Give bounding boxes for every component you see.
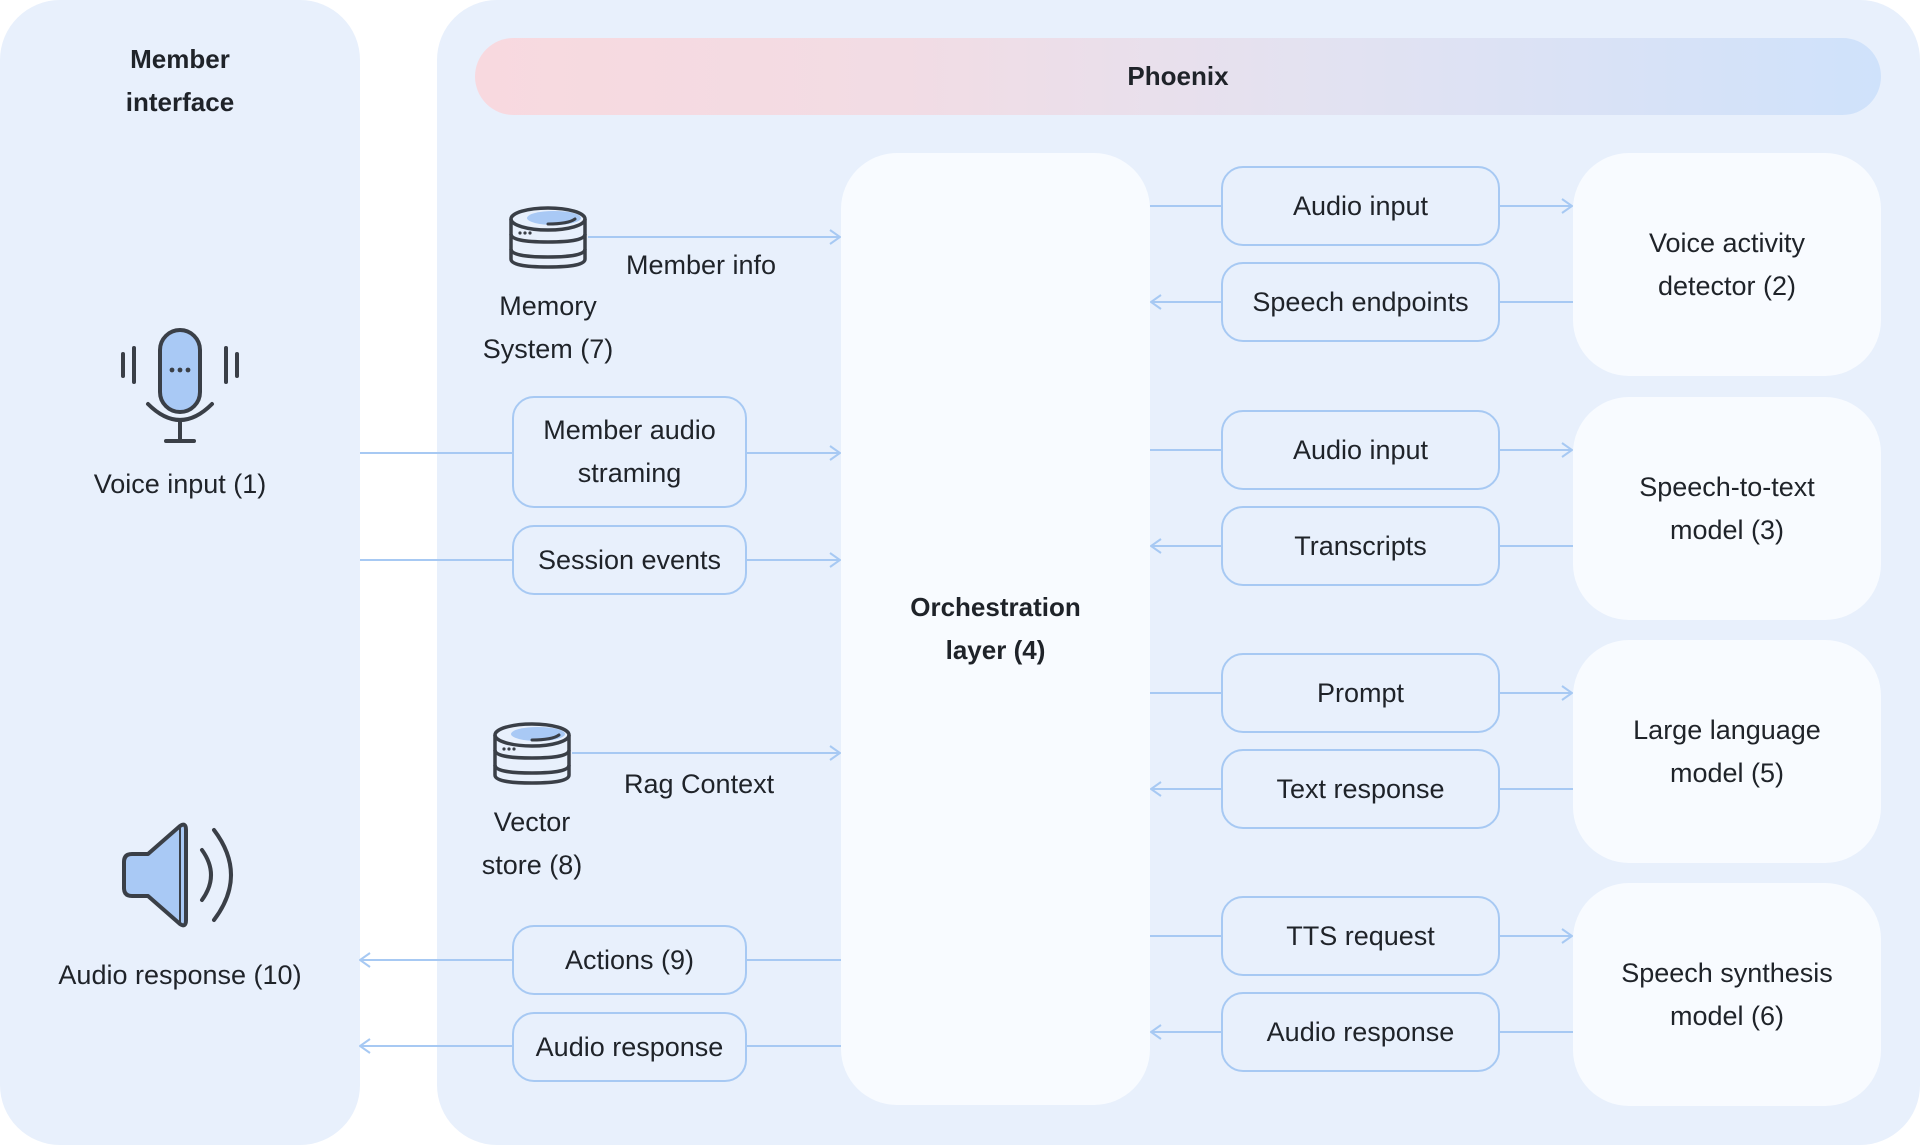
model-label: Speech-to-text model (3) [1639, 466, 1815, 552]
model-label-line2: model (5) [1669, 757, 1785, 788]
model-box-speech-to-text[interactable]: Speech-to-text model (3) [1573, 397, 1881, 620]
model-label: Speech synthesis model (6) [1621, 952, 1833, 1038]
model-label-line1: Voice activity [1648, 227, 1806, 258]
flow-pill-prompt[interactable]: Prompt [1221, 653, 1500, 733]
session-events-label: Session events [537, 544, 722, 575]
model-label-line2: model (6) [1669, 1000, 1785, 1031]
flow-label: Prompt [1316, 677, 1405, 708]
flow-label: Audio input [1292, 434, 1429, 465]
actions-label: Actions (9) [564, 944, 695, 975]
flow-label: Text response [1276, 773, 1445, 804]
voice-input-label: Voice input (1) [93, 469, 267, 499]
member-info-label: Member info [626, 250, 777, 280]
member-interface-panel [0, 0, 360, 1145]
model-box-large-language[interactable]: Large language model (5) [1573, 640, 1881, 863]
flow-pill-speech-endpoints[interactable]: Speech endpoints [1221, 262, 1500, 342]
model-label-line1: Speech synthesis [1621, 957, 1833, 988]
audio-response-label: Audio response (10) [58, 960, 302, 990]
member-audio-streaming-line1: Member audio [543, 415, 716, 445]
model-label-line2: detector (2) [1657, 270, 1797, 301]
member-interface-title-line2: interface [125, 87, 235, 117]
model-box-speech-synthesis[interactable]: Speech synthesis model (6) [1573, 883, 1881, 1106]
microphone-icon [121, 328, 239, 443]
flow-label: TTS request [1286, 920, 1435, 951]
flow-pill-audio-input[interactable]: Audio input [1221, 166, 1500, 246]
orchestration-layer-box[interactable]: Orchestration layer (4) [841, 153, 1150, 1105]
flow-label: Audio input [1292, 190, 1429, 221]
memory-system-label: Memory System (7) [462, 285, 634, 371]
vector-store-label-line1: Vector [493, 807, 571, 837]
vector-store-label-line2: store (8) [481, 850, 583, 880]
orchestration-line1: Orchestration [910, 592, 1081, 622]
speaker-icon [122, 822, 233, 928]
member-interface-title: Member interface [0, 38, 360, 124]
audio-response-left-pill[interactable]: Audio response [512, 1012, 747, 1082]
flow-pill-text-response[interactable]: Text response [1221, 749, 1500, 829]
actions-pill[interactable]: Actions (9) [512, 925, 747, 995]
model-label: Voice activity detector (2) [1649, 222, 1805, 308]
flow-label: Speech endpoints [1252, 286, 1469, 317]
memory-database-icon [509, 206, 587, 269]
flow-label: Audio response [1266, 1016, 1455, 1047]
model-label-line2: model (3) [1669, 514, 1785, 545]
member-audio-streaming-pill[interactable]: Member audio straming [512, 396, 747, 508]
model-label: Large language model (5) [1633, 709, 1821, 795]
flow-pill-audio-input[interactable]: Audio input [1221, 410, 1500, 490]
memory-system-label-line1: Memory [499, 291, 597, 321]
phoenix-banner: Phoenix [475, 38, 1881, 115]
model-box-voice-activity[interactable]: Voice activity detector (2) [1573, 153, 1881, 376]
model-label-line1: Speech-to-text [1639, 471, 1815, 502]
flow-pill-audio-response[interactable]: Audio response [1221, 992, 1500, 1072]
vector-database-icon [493, 722, 571, 785]
audio-response-left-label: Audio response [535, 1031, 724, 1062]
rag-context-label: Rag Context [624, 769, 775, 799]
member-audio-streaming-line2: straming [577, 458, 682, 488]
vector-store-label: Vector store (8) [446, 801, 618, 887]
flow-pill-transcripts[interactable]: Transcripts [1221, 506, 1500, 586]
flow-pill-tts-request[interactable]: TTS request [1221, 896, 1500, 976]
orchestration-line2: layer (4) [945, 635, 1046, 665]
phoenix-title: Phoenix [1127, 61, 1229, 91]
memory-system-label-line2: System (7) [482, 334, 614, 364]
member-interface-title-line1: Member [130, 44, 230, 74]
model-label-line1: Large language [1633, 714, 1821, 745]
flow-label: Transcripts [1294, 530, 1427, 561]
session-events-pill[interactable]: Session events [512, 525, 747, 595]
